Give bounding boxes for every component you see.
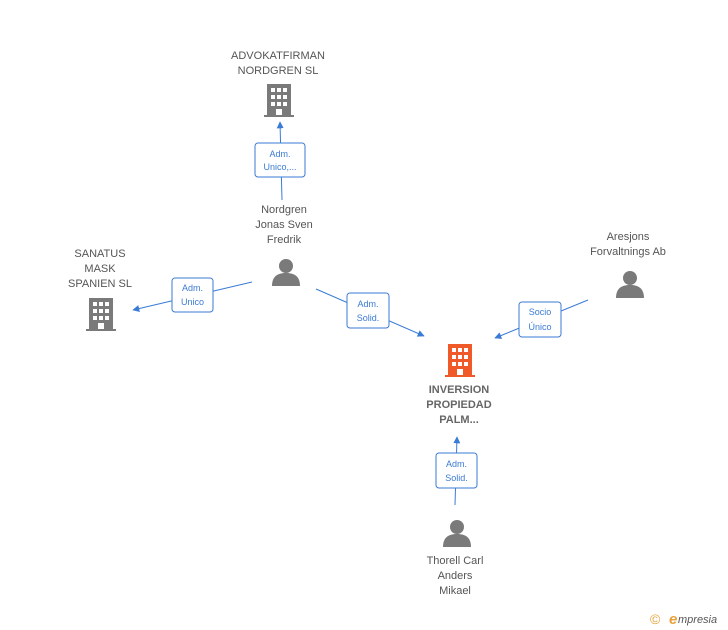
building-icon (445, 344, 475, 377)
node-label-line: Mikael (439, 585, 471, 597)
edge-label-line: Solid. (357, 313, 380, 323)
brand-name: mpresia (678, 614, 717, 626)
edge-label-line: Adm. (269, 149, 290, 159)
edge-label-line: Adm. (357, 299, 378, 309)
node-label-line: Fredrik (267, 234, 302, 246)
person-icon (616, 271, 644, 298)
edge-label-line: Unico,... (263, 162, 296, 172)
node-nordgren[interactable]: Nordgren Jonas Sven Fredrik (255, 204, 313, 286)
person-icon (443, 520, 471, 547)
node-label-line: Forvaltnings Ab (590, 246, 666, 258)
node-label-line: PALM... (439, 414, 479, 426)
edge-label-e1[interactable]: Adm. Unico,... (254, 142, 306, 178)
node-label-line: PROPIEDAD (426, 399, 491, 411)
edge-label-line: Adm. (446, 459, 467, 469)
edge-label-line: Adm. (182, 283, 203, 293)
node-thorell[interactable]: Thorell Carl Anders Mikael (427, 520, 484, 597)
node-label-line: MASK (84, 263, 116, 275)
edge-label-line: Único (528, 322, 551, 332)
edge-label-e5[interactable]: Adm. Solid. (435, 452, 478, 489)
node-advokatfirman[interactable]: ADVOKATFIRMAN NORDGREN SL (231, 50, 325, 117)
node-label-line: Nordgren (261, 204, 307, 216)
node-label-line: SPANIEN SL (68, 278, 132, 290)
node-aresjons[interactable]: Aresjons Forvaltnings Ab (590, 231, 666, 298)
edge-label-line: Unico (181, 297, 204, 307)
edge-label-line: Socio (529, 307, 552, 317)
node-label-line: INVERSION (429, 384, 490, 396)
building-icon (264, 84, 294, 117)
edge-label-line: Solid. (445, 473, 468, 483)
brand-footer: © e mpresia (650, 611, 717, 628)
edge-label-e2[interactable]: Adm. Unico (171, 277, 214, 313)
node-label-line: ADVOKATFIRMAN (231, 50, 325, 62)
edge-label-e3[interactable]: Adm. Solid. (346, 292, 390, 329)
copyright-icon: © (650, 611, 661, 627)
brand-initial: e (669, 611, 677, 628)
node-sanatus[interactable]: SANATUS MASK SPANIEN SL (68, 248, 132, 331)
node-label-line: Thorell Carl (427, 555, 484, 567)
person-icon (272, 259, 300, 286)
node-label-line: Aresjons (607, 231, 650, 243)
node-inversion[interactable]: INVERSION PROPIEDAD PALM... (426, 344, 492, 426)
building-icon (86, 298, 116, 331)
node-label-line: SANATUS (74, 248, 125, 260)
node-label-line: Anders (438, 570, 473, 582)
edge-label-e4[interactable]: Socio Único (518, 301, 562, 338)
node-label-line: NORDGREN SL (238, 65, 319, 77)
node-label-line: Jonas Sven (255, 219, 312, 231)
